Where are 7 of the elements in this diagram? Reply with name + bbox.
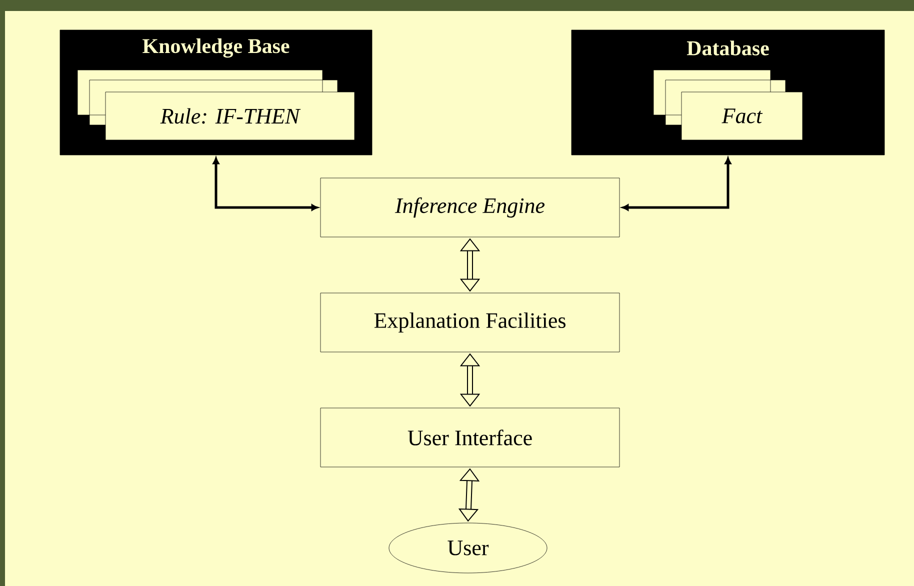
card: Fact xyxy=(681,92,803,140)
connector-arrow xyxy=(212,157,318,211)
process-box: Explanation Facilities xyxy=(320,292,620,352)
card: Rule: IF-THEN xyxy=(105,92,355,140)
process-box: Inference Engine xyxy=(320,178,620,238)
connector-arrow xyxy=(622,157,732,211)
process-box: User Interface xyxy=(320,408,620,468)
